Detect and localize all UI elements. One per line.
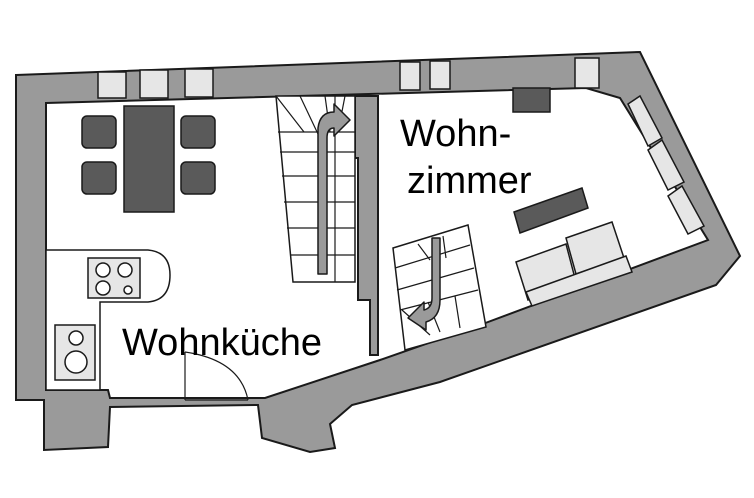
door-swing: [184, 351, 249, 401]
windows: [97, 57, 706, 235]
sink: [54, 324, 96, 381]
window-6: [574, 57, 600, 89]
living-label-line1: Wohn-: [400, 113, 511, 155]
window-3: [184, 68, 214, 98]
cabinet: [512, 87, 551, 113]
stair-arrow-up: [317, 103, 351, 275]
tv-console: [513, 187, 589, 234]
partition-wall: [354, 95, 379, 356]
cooktop: [87, 257, 141, 299]
sofa: [515, 221, 633, 307]
living-label-line2: zimmer: [407, 160, 532, 202]
window-8: [647, 138, 686, 192]
chair: [180, 115, 216, 149]
window-5: [429, 60, 451, 90]
dining-set: [81, 105, 216, 213]
chair: [180, 161, 216, 195]
window-7: [627, 94, 663, 148]
chair: [81, 115, 117, 149]
window-4: [399, 61, 421, 91]
dining-table: [123, 105, 175, 213]
window-1: [97, 71, 127, 99]
chair: [81, 161, 117, 195]
window-2: [139, 69, 169, 99]
kitchen-label: Wohnküche: [122, 322, 322, 364]
staircase-upper: [275, 95, 356, 283]
window-9: [667, 184, 706, 235]
stair-arrow-down: [407, 237, 441, 331]
